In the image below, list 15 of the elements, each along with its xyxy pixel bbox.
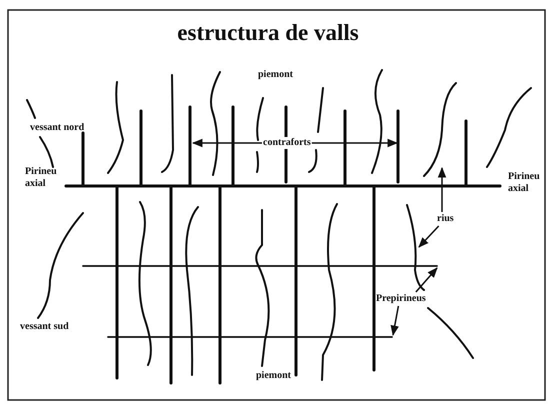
leader-arrow [418, 225, 440, 248]
region-label: piemont [258, 69, 293, 81]
region-label: vessant nord [30, 122, 84, 134]
leader-arrow [415, 267, 438, 292]
region-label: piemont [256, 370, 291, 382]
callout-label: contraforts [263, 137, 311, 149]
callout-label: Prepirineus [376, 293, 426, 305]
diagram-title: estructura de valls [177, 20, 359, 46]
region-label: Pirineu axial [508, 171, 541, 195]
region-label: vessant sud [20, 321, 69, 333]
leader-arrow [192, 138, 262, 148]
leader-arrow [312, 138, 398, 148]
region-label: Pirineu axial [25, 166, 58, 190]
leader-arrow [390, 306, 400, 336]
leader-arrow [438, 166, 446, 212]
